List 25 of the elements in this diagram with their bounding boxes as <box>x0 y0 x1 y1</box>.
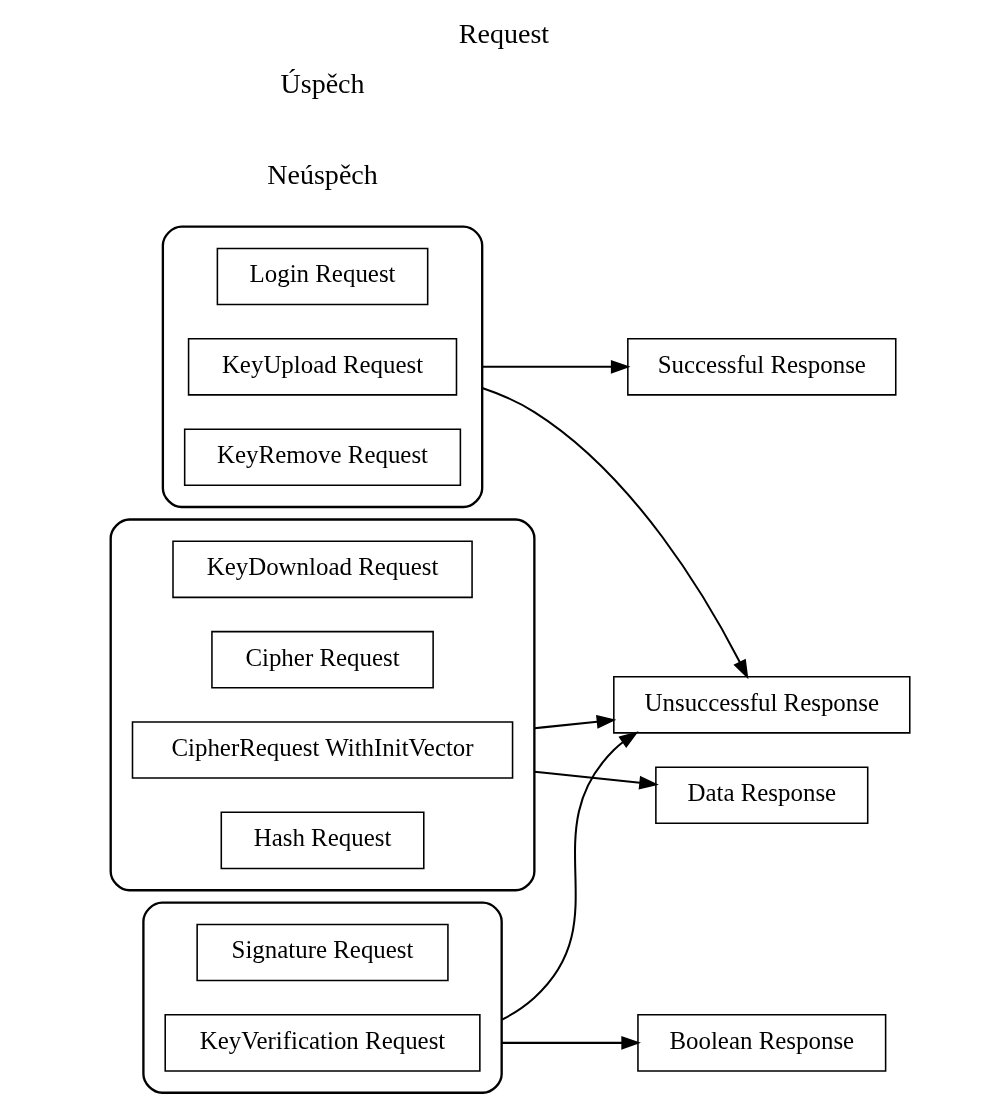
node-box: Login Request <box>216 247 429 306</box>
node-box: KeyUpload Request <box>187 338 458 396</box>
cluster <box>109 518 536 892</box>
node-box: Signature Request <box>196 923 449 982</box>
arrow <box>534 770 659 790</box>
node-box: Successful Response <box>627 338 897 396</box>
node-box: KeyVerification Request <box>164 1014 481 1072</box>
cluster <box>161 225 484 509</box>
diagram-title: Request <box>458 18 550 50</box>
node-box: CipherRequest WithInitVector <box>131 721 514 779</box>
arrow <box>501 731 639 1021</box>
arrow <box>534 714 617 730</box>
node-box: KeyDownload Request <box>172 540 473 599</box>
node-box: Hash Request <box>220 811 425 870</box>
arrow <box>501 1036 641 1050</box>
node-box: Data Response <box>655 766 869 824</box>
arrow <box>481 387 749 680</box>
node-box: KeyRemove Request <box>183 428 462 486</box>
arrow <box>482 359 631 374</box>
node-box: Cipher Request <box>211 630 434 689</box>
label: Úspěch <box>280 68 365 100</box>
node-box: Unsuccessful Response <box>613 676 911 734</box>
label: Neúspěch <box>267 158 378 190</box>
node-box: Boolean Response <box>637 1014 887 1072</box>
cluster <box>142 901 503 1094</box>
